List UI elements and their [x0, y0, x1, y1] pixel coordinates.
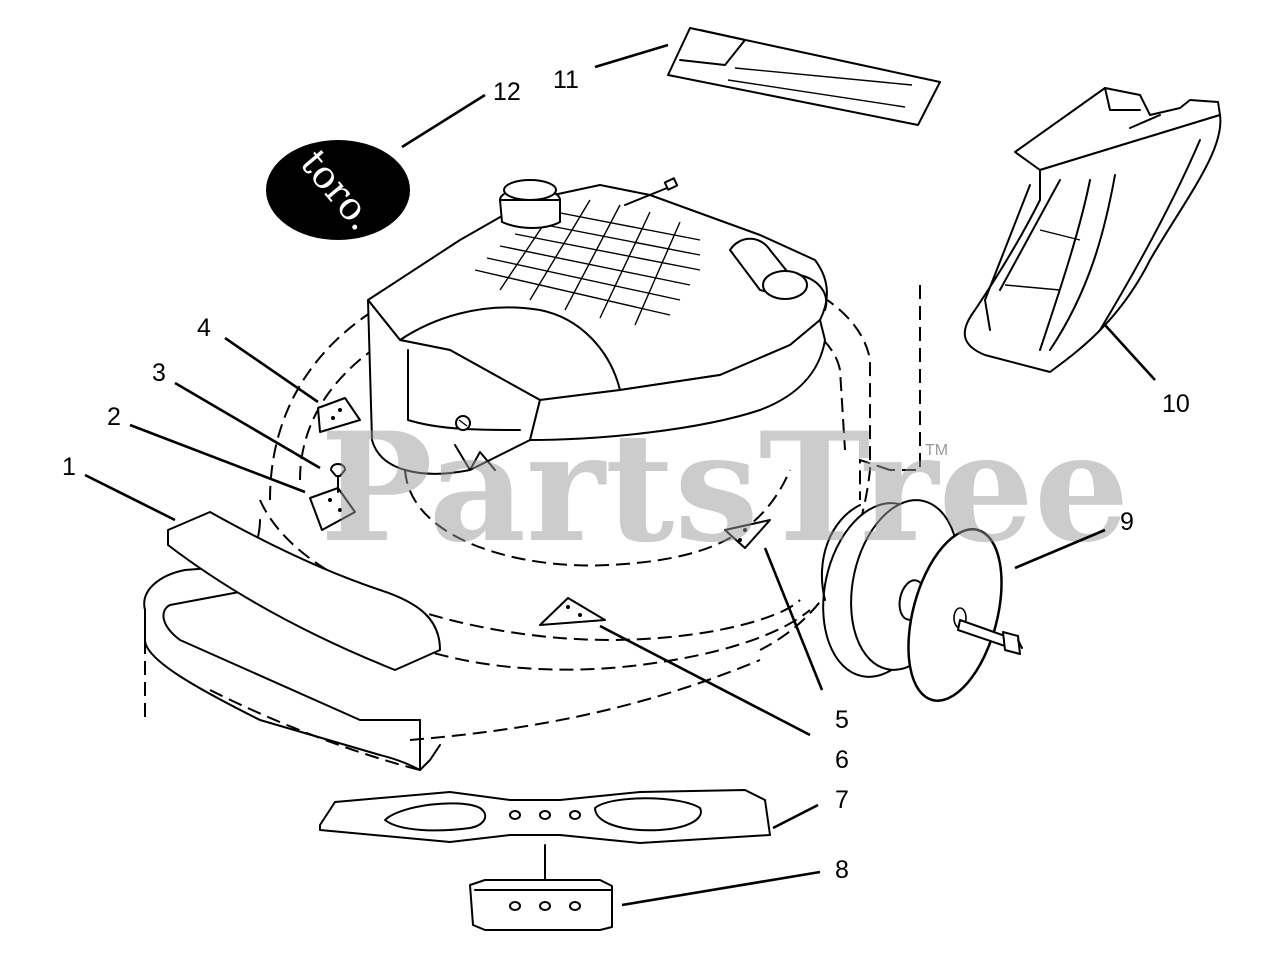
engine: [367, 177, 828, 475]
callout-numbers: 1 2 3 4 5 6 7 8 9 10 11 12: [62, 66, 1190, 884]
deck-label-triangle-6: [539, 597, 606, 626]
trademark: TM: [925, 442, 948, 459]
callout-2: 2: [107, 403, 121, 431]
callout-10: 10: [1162, 390, 1190, 418]
callout-3: 3: [152, 359, 166, 387]
grass-chute: [963, 87, 1222, 373]
deck-label-triangle-2: [309, 487, 356, 531]
callout-12: 12: [493, 78, 521, 106]
blade-adapter: [469, 879, 613, 931]
callout-1: 1: [62, 453, 76, 481]
callout-5: 5: [835, 706, 849, 734]
callout-9: 9: [1120, 508, 1134, 536]
deck-label-triangle-4: [317, 397, 361, 433]
wheel-bolt: [957, 619, 1023, 655]
toro-logo-decal: toro.: [266, 140, 410, 240]
callout-4: 4: [197, 314, 211, 342]
rivet: [330, 463, 346, 493]
engine-vents: [474, 199, 701, 326]
callout-7: 7: [835, 786, 849, 814]
deck-label-triangle-5: [724, 519, 771, 549]
watermark: PartsTree: [320, 400, 1129, 576]
callout-8: 8: [835, 856, 849, 884]
top-decal: [667, 27, 941, 126]
fuel-cap: [499, 179, 561, 229]
front-decal: [167, 511, 441, 671]
blade: [319, 789, 771, 893]
callout-6: 6: [835, 746, 849, 774]
leader-lines: [84, 43, 1156, 907]
callout-11: 11: [553, 66, 579, 94]
air-filter: [729, 237, 828, 311]
